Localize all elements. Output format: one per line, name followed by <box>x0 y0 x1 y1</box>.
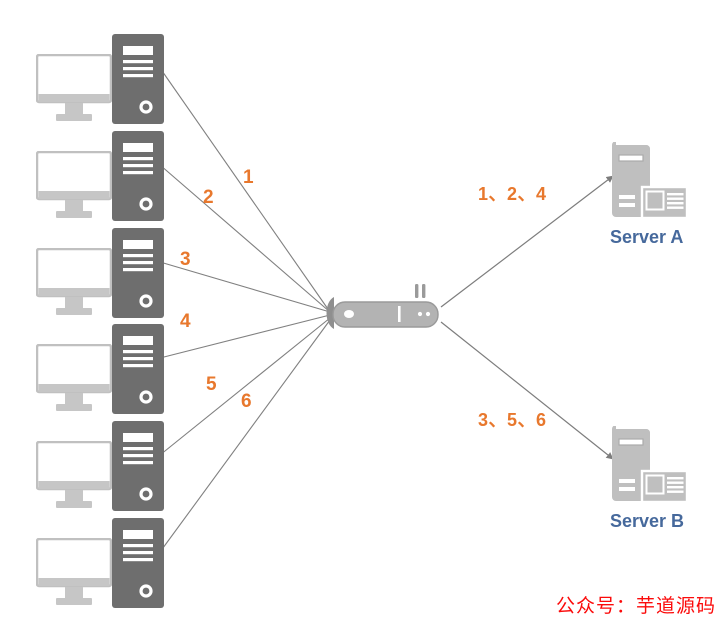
computer-tower-icon <box>112 518 164 608</box>
request-number-2: 2 <box>203 187 214 208</box>
desktop-monitor-icon <box>36 54 112 123</box>
arrow-to-server-a <box>440 175 614 308</box>
connector-client-2 <box>159 164 331 313</box>
server-tower-icon <box>610 142 689 220</box>
client-group <box>36 34 164 608</box>
computer-tower-icon <box>112 421 164 511</box>
server-group <box>610 142 689 504</box>
connector-client-4 <box>159 314 331 359</box>
request-number-3: 3 <box>180 249 191 270</box>
route-label-server-b: 3、5、6 <box>478 410 547 430</box>
computer-tower-icon <box>112 131 164 221</box>
connector-client-6 <box>159 319 331 553</box>
desktop-monitor-icon <box>36 538 112 607</box>
computer-tower-icon <box>112 228 164 318</box>
route-label-server-a: 1、2、4 <box>478 184 547 204</box>
arrow-to-server-b <box>440 321 614 460</box>
connector-client-1 <box>159 67 331 313</box>
server-tower-icon <box>610 426 689 504</box>
desktop-monitor-icon <box>36 344 112 413</box>
request-number-1: 1 <box>243 167 254 188</box>
server-a-label: Server A <box>610 227 684 247</box>
connector-client-5 <box>159 317 331 456</box>
request-number-4: 4 <box>180 311 191 332</box>
watermark-text: 公众号：芋道源码 <box>556 596 717 617</box>
computer-tower-icon <box>112 34 164 124</box>
server-b-label: Server B <box>610 511 685 531</box>
computer-tower-icon <box>112 324 164 414</box>
load-balancer-router-icon <box>326 284 439 329</box>
client-connector-lines <box>159 67 331 553</box>
request-number-5: 5 <box>206 374 217 395</box>
desktop-monitor-icon <box>36 248 112 317</box>
desktop-monitor-icon <box>36 441 112 510</box>
server-connector-lines <box>440 175 614 460</box>
request-number-6: 6 <box>241 391 252 412</box>
desktop-monitor-icon <box>36 151 112 220</box>
connector-client-3 <box>159 261 331 313</box>
